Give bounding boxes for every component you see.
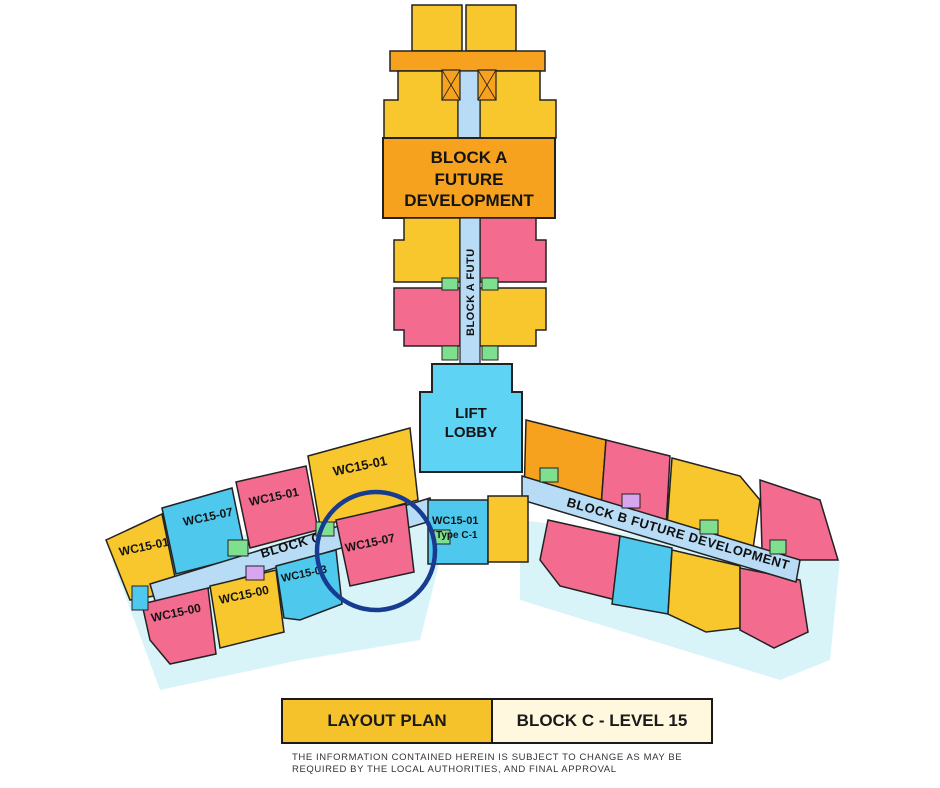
layout-plan-label: LAYOUT PLAN <box>283 700 493 742</box>
title-bar: LAYOUT PLAN BLOCK C - LEVEL 15 <box>281 698 713 744</box>
lift-lobby: LIFT LOBBY <box>419 363 523 473</box>
block-a-title-box <box>382 137 556 219</box>
block-a-balcony <box>389 50 546 72</box>
block-b-wing: BLOCK B FUTURE DEVELOPMENT <box>521 419 840 649</box>
block-a-corridor-label: BLOCK A FUTU <box>465 248 477 336</box>
disclaimer-line1: THE INFORMATION CONTAINED HEREIN IS SUBJ… <box>292 752 683 763</box>
lift-lobby-line1: LIFT <box>455 405 487 422</box>
lift-lobby-line2: LOBBY <box>445 424 498 441</box>
block-level-label: BLOCK C - LEVEL 15 <box>493 700 711 742</box>
block-c-wing: BLOCK C WC15-01 WC15-07 WC15-01 WC15-01 … <box>105 427 529 665</box>
block-a-core <box>457 70 481 139</box>
unit-u4 <box>307 427 419 527</box>
block-a-title-line2: FUTURE <box>435 170 504 189</box>
block-a-tower: BLOCK A FUTURE DEVELOPMENT BLOCK A FUTU <box>382 4 557 365</box>
unit-u10 <box>335 503 415 587</box>
block-a-unit-left-3 <box>393 217 461 283</box>
block-a-unit-right-4 <box>479 287 547 347</box>
unit-label-u9: WC15-01 <box>432 515 478 527</box>
unit-u6 <box>141 587 217 665</box>
block-a-unit-left-4 <box>393 287 461 347</box>
highlight-circle <box>314 489 438 613</box>
block-a-unit-right-3 <box>479 217 547 283</box>
unit-label-u9-sub: Type C-1 <box>436 530 478 541</box>
block-a-title-line1: BLOCK A <box>431 148 508 167</box>
unit-u9b <box>487 495 529 563</box>
disclaimer: THE INFORMATION CONTAINED HEREIN IS SUBJ… <box>292 752 712 776</box>
disclaimer-line2: REQUIRED BY THE LOCAL AUTHORITIES, AND F… <box>292 764 617 775</box>
block-a-title-line3: DEVELOPMENT <box>404 191 534 210</box>
block-a-unit-top-left <box>411 4 463 52</box>
unit-u8 <box>275 549 343 621</box>
block-a-unit-top-right <box>465 4 517 52</box>
